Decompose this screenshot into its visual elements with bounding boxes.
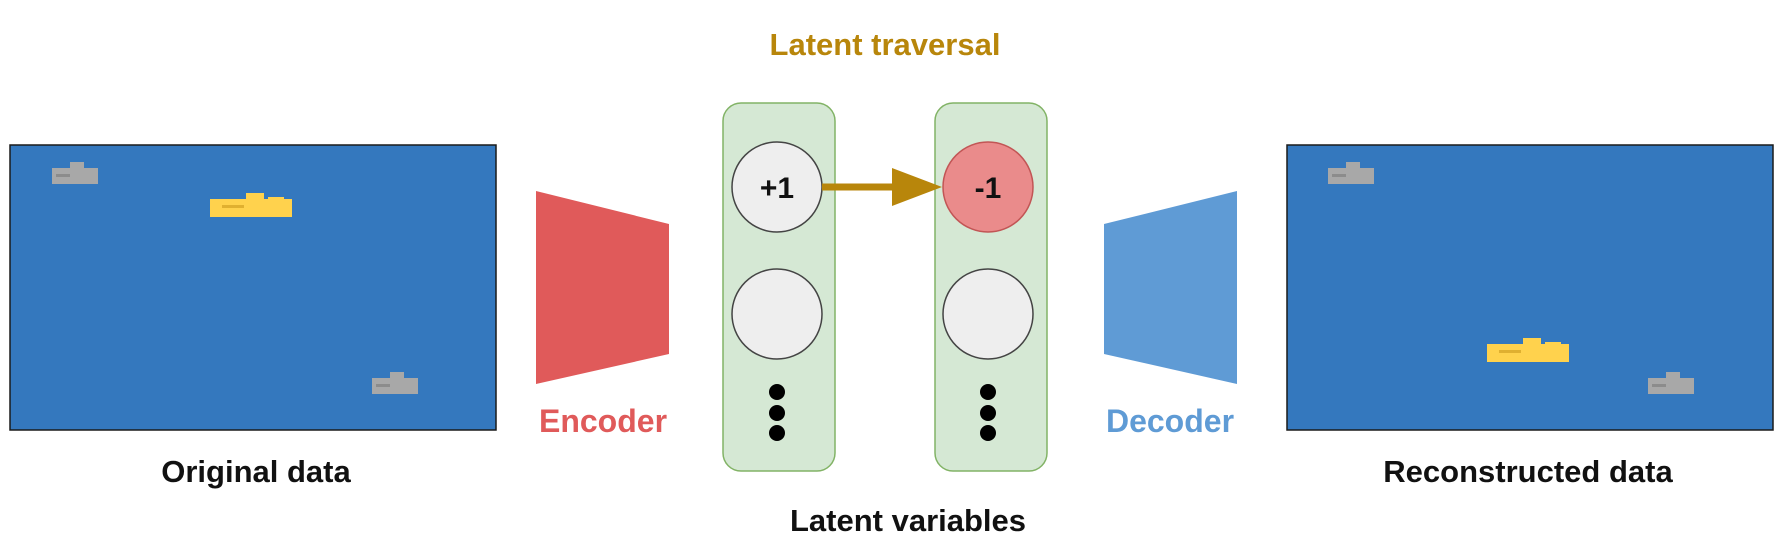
latent-node-value: -1 — [975, 172, 1002, 205]
latent-variables-label: Latent variables — [790, 503, 1026, 538]
latent-panel-left: +1 — [722, 102, 836, 472]
latent-panel-right: -1 — [934, 102, 1048, 472]
latent-node — [731, 268, 823, 360]
original-data-frame — [9, 144, 497, 431]
decoder-label: Decoder — [1106, 403, 1234, 439]
latent-node-active — [942, 141, 1034, 233]
encoder-label: Encoder — [539, 403, 667, 439]
latent-node-value: +1 — [760, 172, 794, 205]
ellipsis-dots — [980, 384, 996, 441]
original-data-label: Original data — [161, 454, 351, 489]
decoder-shape — [1104, 191, 1237, 384]
reconstructed-data-label: Reconstructed data — [1383, 454, 1673, 489]
latent-traversal-title: Latent traversal — [770, 27, 1001, 62]
encoder-shape — [536, 191, 669, 384]
traversal-arrow-icon — [822, 168, 942, 206]
reconstructed-data-frame — [1286, 144, 1774, 431]
ellipsis-dots — [769, 384, 785, 441]
latent-node — [942, 268, 1034, 360]
